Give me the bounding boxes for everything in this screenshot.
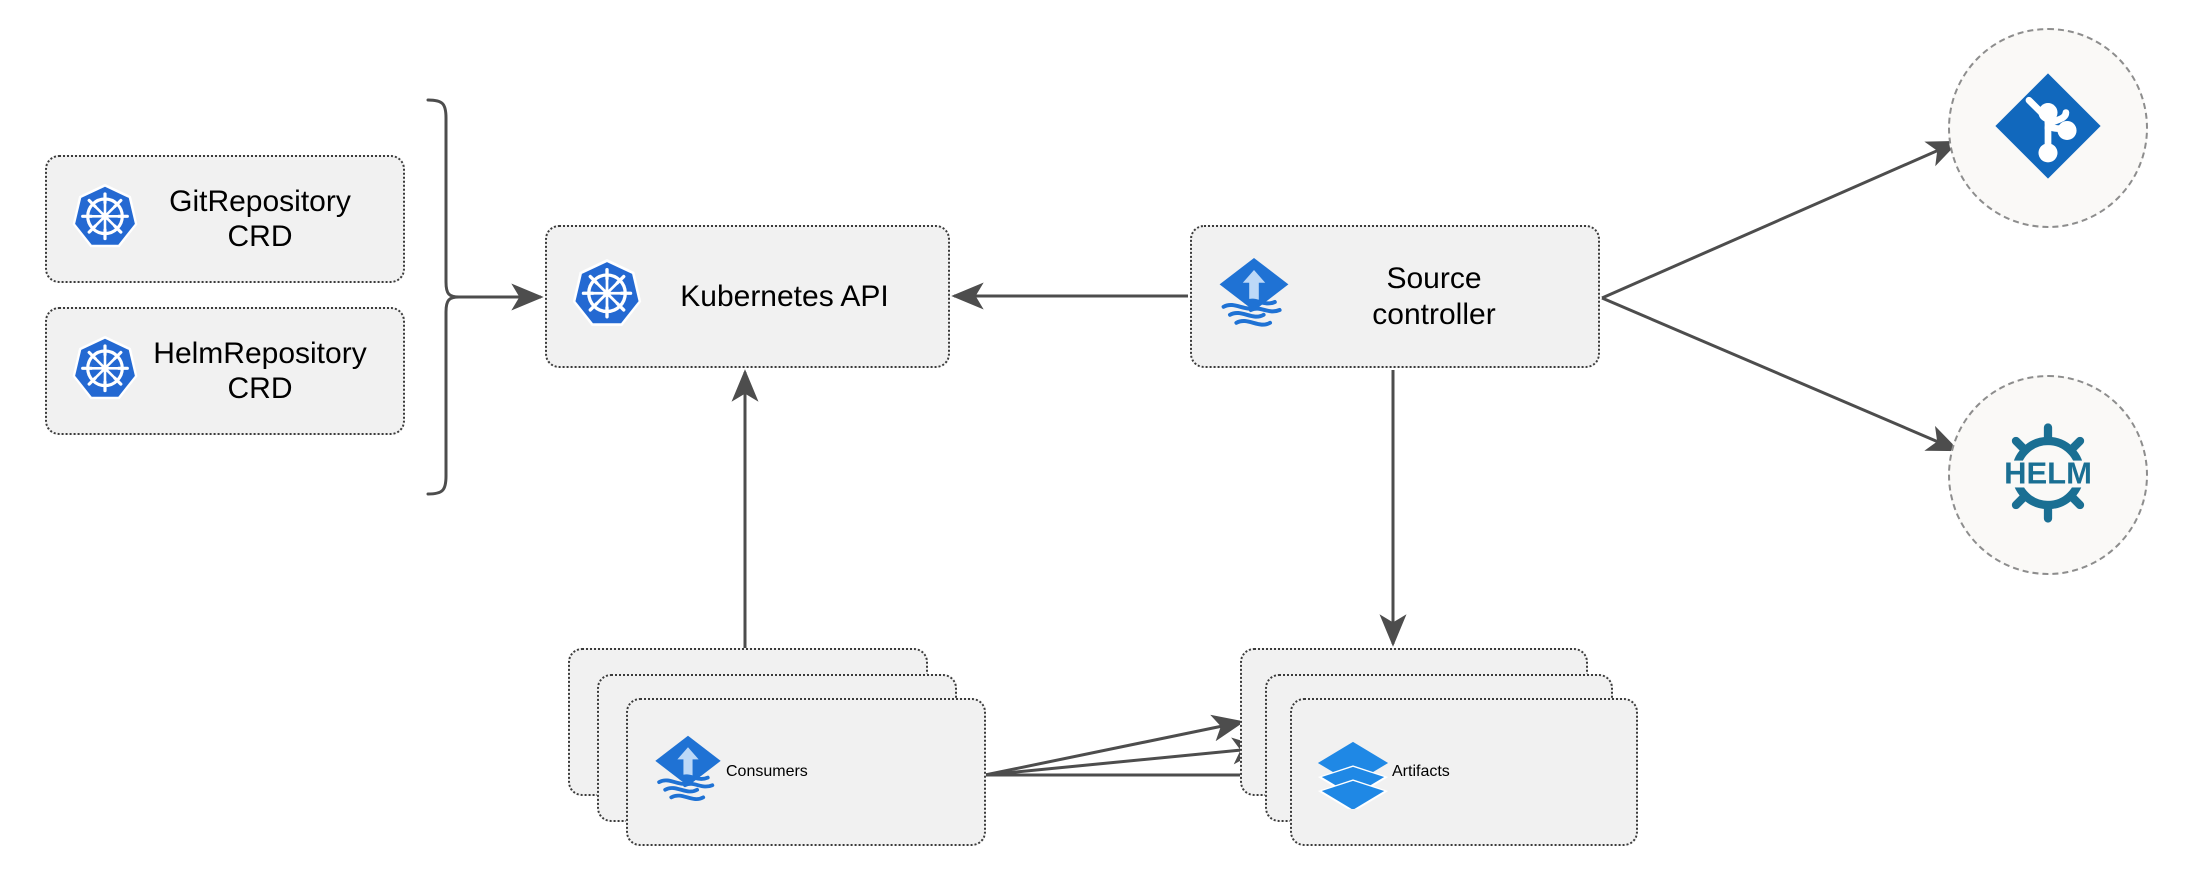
artifacts-stack-front[interactable]: Artifacts xyxy=(1290,698,1638,846)
node-gitrepository-crd-label: GitRepository CRD xyxy=(169,184,351,253)
consumers-stack-front[interactable]: Consumers xyxy=(626,698,986,846)
node-kubernetes-api-label: Kubernetes API xyxy=(680,279,889,313)
node-source-controller-label: Source controller xyxy=(1372,262,1496,331)
node-consumers[interactable]: Consumers xyxy=(568,648,986,846)
node-artifacts-label: Artifacts xyxy=(1392,763,1450,780)
helm-icon: HELM xyxy=(1986,411,2110,540)
node-gitrepository-crd[interactable]: GitRepository CRD xyxy=(45,155,405,283)
layers-icon xyxy=(1314,731,1392,814)
node-helmrepository-crd-label: HelmRepository CRD xyxy=(153,336,367,405)
node-artifacts[interactable]: Artifacts xyxy=(1240,648,1638,846)
edge-consumers-to-artifacts-2 xyxy=(984,737,1265,777)
git-icon xyxy=(1992,70,2104,187)
edge-source-controller-to-helm xyxy=(1601,296,1960,452)
helm-wordmark: HELM xyxy=(2004,455,2092,490)
kubernetes-icon xyxy=(69,333,141,410)
kubernetes-icon xyxy=(69,181,141,258)
flux-icon xyxy=(1214,254,1294,339)
flux-icon xyxy=(650,732,726,813)
node-helm-repository-source[interactable]: HELM xyxy=(1948,375,2148,575)
node-source-controller[interactable]: Source controller xyxy=(1190,225,1600,368)
edge-consumers-to-artifacts-1 xyxy=(984,714,1245,777)
kubernetes-icon xyxy=(569,256,645,337)
crd-bracket xyxy=(426,98,461,496)
edge-source-controller-to-git xyxy=(1601,140,1960,300)
node-consumers-label: Consumers xyxy=(726,763,808,780)
node-helmrepository-crd[interactable]: HelmRepository CRD xyxy=(45,307,405,435)
node-kubernetes-api[interactable]: Kubernetes API xyxy=(545,225,950,368)
node-git-repository-source[interactable] xyxy=(1948,28,2148,228)
